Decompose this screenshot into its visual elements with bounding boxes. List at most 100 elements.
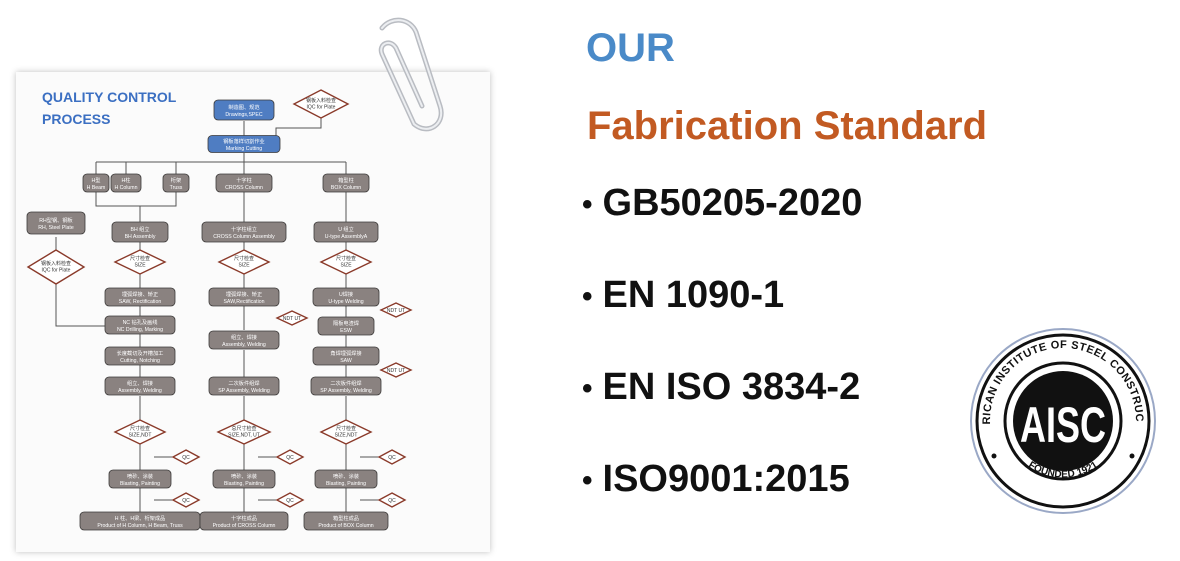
flow-node-box (303, 511, 389, 531)
flow-decision-label: SIZE,NDT, UT (228, 433, 260, 439)
standard-label: EN ISO 3834-2 (602, 366, 861, 408)
flow-node-label: Truss (170, 185, 183, 191)
flow-decision-shape (113, 249, 167, 275)
bullet-icon: • (582, 464, 593, 497)
flow-node-label: Product of H Column, H Beam, Truss (97, 523, 183, 529)
standard-item: • ISO9001:2015 (582, 458, 862, 550)
flow-node-label: 喷砂、涂装 (231, 472, 257, 480)
flow-node-label: RH, Steel Plate (38, 225, 74, 231)
flow-node-box (199, 511, 289, 531)
flow-decision-shape (377, 449, 407, 465)
flow-connector (275, 118, 322, 136)
flow-decision-label: QC (388, 498, 396, 504)
flow-decision-label: IQC for Plate (42, 268, 71, 274)
flow-connector (95, 192, 177, 207)
flow-node-label: SP Assembly, Welding (320, 388, 372, 394)
flow-node-label: 埋弧焊接、矫正 (122, 290, 158, 298)
flow-node-label: SP Assembly, Welding (218, 388, 270, 394)
standards-list: •GB50205-2020 •EN 1090-1 •EN ISO 3834-2 … (582, 182, 862, 550)
flow-node-label: ESW (340, 328, 352, 334)
flow-decision-label: QC (286, 455, 294, 461)
flow-decision-label: SIZE,NDT (129, 433, 152, 439)
flow-decision-ndt_ut2: NDT UT (379, 302, 413, 318)
flow-node-label: CROSS Column (225, 185, 263, 191)
flow-node-label: H 柱、H梁、桁架成品 (115, 514, 165, 522)
flow-node-box (104, 315, 176, 335)
flow-decision-shape (379, 302, 413, 318)
flowchart-title: QUALITY CONTROL PROCESS (42, 86, 242, 130)
flow-decision-shape (319, 249, 373, 275)
bullet-icon: • (582, 280, 593, 313)
flow-node-label: 隔板电渣焊 (333, 319, 359, 327)
flow-decision-label: 尺寸检查 (234, 255, 254, 262)
flow-connectors (55, 118, 384, 512)
flow-decision-shape (26, 249, 86, 285)
flow-node-box (310, 376, 382, 396)
flow-node-label: 二次板件组焊 (330, 379, 361, 387)
flow-node-label: Assembly, Welding (222, 342, 266, 348)
flow-decision-label: 尺寸检查 (336, 255, 356, 262)
flow-node-box (212, 469, 276, 489)
flow-node-label: RH型钢、钢板 (39, 216, 73, 224)
flow-decision-shape (171, 449, 201, 465)
flow-node-box (111, 221, 169, 243)
flow-decision-label: 总尺寸检查 (231, 425, 256, 432)
flow-node-label: 埋弧焊接、矫正 (226, 290, 262, 298)
flow-node-box (104, 346, 176, 366)
flow-node-box (207, 135, 281, 153)
flow-decision-qc5: QC (275, 492, 305, 508)
flow-node-label: U-type AssemblyA (325, 234, 368, 240)
flow-node-label: 角焊埋弧焊接 (330, 349, 361, 357)
flow-decision-shape (377, 492, 407, 508)
flow-node-box (82, 173, 110, 193)
flow-decision-label: QC (182, 455, 190, 461)
flow-node-label: 制造图、规范 (228, 103, 259, 111)
flow-decision-shape (216, 419, 272, 445)
heading-our: OUR (586, 26, 675, 70)
flow-decision-label: IQC for Plate (307, 105, 336, 111)
flow-node-label: Cutting, Notching (120, 358, 160, 364)
flow-node-label: Blasting, Painting (326, 481, 366, 487)
flow-node-box (312, 346, 380, 366)
flow-decision-label: QC (182, 498, 190, 504)
heading-fabrication-standard: Fabrication Standard (587, 104, 988, 148)
flow-node-label: 长度截切及开槽加工 (117, 349, 164, 357)
flow-node-label: Product of CROSS Column (213, 523, 276, 529)
flow-node-label: NC 钻孔及画线 (123, 318, 158, 326)
flow-connector (55, 284, 106, 327)
flow-decision-label: SIZE (134, 263, 146, 269)
standard-label: ISO9001:2015 (602, 458, 850, 500)
flow-decision-shape (275, 492, 305, 508)
flow-node-label: U 组立 (338, 225, 354, 233)
standard-item: •EN 1090-1 (582, 274, 862, 366)
flow-node-label: Marking Cutting (226, 146, 262, 152)
flow-node-label: SAW, Rectification (119, 299, 162, 305)
flow-node-label: 十字柱组立 (231, 225, 257, 233)
flow-node-box (313, 221, 379, 243)
flow-node-hbeam: H型H Beam (82, 173, 110, 193)
flow-decision-ndt_ut1: NDT UT (275, 310, 309, 326)
flow-node-box (312, 287, 380, 307)
standard-label: GB50205-2020 (602, 182, 863, 224)
flow-decision-qc4: QC (171, 492, 201, 508)
flow-node-box (104, 287, 176, 307)
seal-monogram: AISC (1020, 397, 1106, 453)
